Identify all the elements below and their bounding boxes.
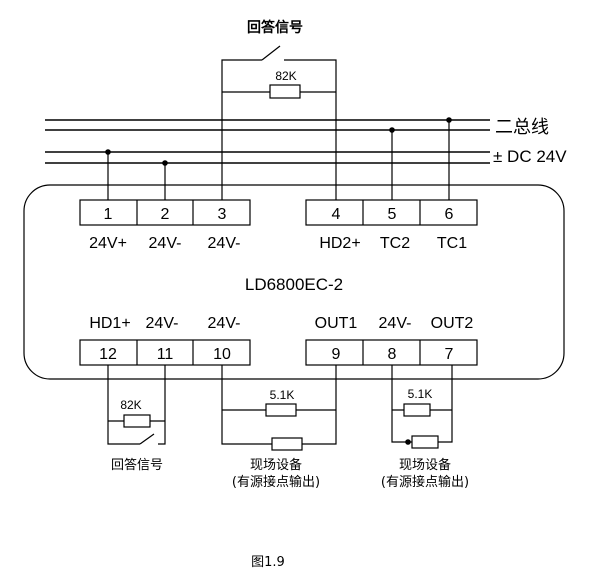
terminal-label-8: 24V- [379,315,412,332]
terminal-label-2: 24V- [149,235,182,252]
terminal-num-6: 6 [445,206,454,223]
mid-device-sublabel: (有源接点输出) [232,474,320,490]
right-device-right-wire [438,365,453,443]
terminal-num-1: 1 [104,206,113,223]
terminal-num-7: 7 [445,346,454,363]
junction-dot-5 [389,127,395,133]
terminal-num-5: 5 [388,206,397,223]
junction-dot-2 [162,160,168,166]
top-82k-label: 82K [275,69,296,83]
terminal-num-2: 2 [161,206,170,223]
terminal-num-9: 9 [332,346,341,363]
top-left-terminal-strip [79,199,251,226]
right-device-dot [405,439,411,445]
mid-5.1k-resistor [265,403,297,417]
terminal-num-12: 12 [99,346,117,363]
terminal-label-7: OUT2 [431,315,474,332]
mid-device-right-wire [302,365,337,445]
junction-dot-6 [446,117,452,123]
mid-device-element [271,437,303,451]
right-5.1k-label: 5.1K [408,387,433,401]
terminal-label-1: 24V+ [89,235,127,252]
right-5.1k-resistor [403,403,431,417]
top-answer-signal-label: 回答信号 [247,19,303,36]
figure-caption: 图1.9 [251,555,285,570]
terminal-label-3: 24V- [208,235,241,252]
right-device-sublabel: (有源接点输出) [381,474,469,490]
terminal-num-4: 4 [332,206,341,223]
terminal-num-3: 3 [218,206,227,223]
top-switch-contact [261,45,281,61]
junction-dot-1 [105,149,111,155]
top-82k-resistor [269,84,301,99]
bottom-left-answer-signal-label: 回答信号 [111,457,163,473]
bottom-left-switch-left-wire [107,365,140,445]
terminal-label-4: HD2+ [319,235,360,252]
top-switch-left-wire [221,59,262,200]
top-switch-right-wire [284,59,337,200]
terminal-label-5: TC2 [380,235,410,252]
bottom-left-82k-resistor [123,414,151,428]
bottom-left-switch-contact [139,433,155,445]
two-bus-label: 二总线 [495,117,549,138]
mid-device-left-wire [221,365,272,445]
terminal-label-6: TC1 [437,235,467,252]
mid-device-label: 现场设备 [250,457,302,473]
terminal-label-12: HD1+ [89,315,130,332]
module-outline [23,184,565,380]
terminal-num-8: 8 [388,346,397,363]
terminal-num-11: 11 [157,346,174,363]
right-device-element [411,435,439,449]
module-name: LD6800EC-2 [245,275,343,294]
mid-5.1k-label: 5.1K [270,388,295,402]
bottom-left-82k-label: 82K [120,398,141,412]
dc-24v-label: ± DC 24V [493,147,567,166]
terminal-label-10: 24V- [208,315,241,332]
terminal-label-9: OUT1 [315,315,358,332]
terminal-num-10: 10 [213,346,231,363]
bottom-left-switch-right-wire [158,365,166,445]
terminal-label-11: 24V- [146,315,179,332]
top-right-terminal-strip [305,199,478,226]
right-device-label: 现场设备 [399,457,451,473]
